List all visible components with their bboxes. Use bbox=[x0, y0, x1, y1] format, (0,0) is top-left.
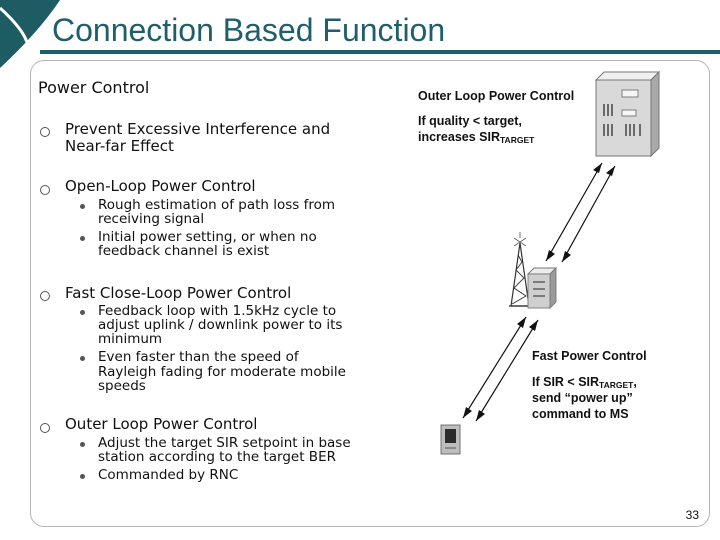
content-frame bbox=[30, 60, 710, 527]
sub-bullet-dot-icon bbox=[80, 236, 85, 241]
sub-bullet-dot-icon bbox=[80, 442, 85, 447]
bullet-ring-icon bbox=[40, 423, 50, 433]
base-station-tower-icon bbox=[509, 232, 531, 307]
sub-bullet-dot-icon bbox=[80, 310, 85, 315]
bullet-1-line-2: Near-far Effect bbox=[65, 137, 174, 155]
bullet-3-sub-1-line-1: Feedback loop with 1.5kHz cycle to bbox=[98, 303, 337, 319]
double-arrow-icon bbox=[462, 316, 539, 422]
node-b-cabinet-icon bbox=[526, 266, 558, 310]
bullet-2-sub-2-line-2: feedback channel is exist bbox=[98, 243, 270, 259]
bullet-2-sub-2-line-1: Initial power setting, or when no bbox=[98, 229, 317, 245]
bullet-3-sub-1-line-3: minimum bbox=[98, 331, 163, 347]
slide-title: Connection Based Function bbox=[52, 12, 446, 48]
outer-loop-title: Outer Loop Power Control bbox=[418, 89, 575, 103]
bullet-4-sub-2-line-1: Commanded by RNC bbox=[98, 467, 239, 483]
bullet-3-sub-2-line-2: Rayleigh fading for moderate mobile bbox=[98, 364, 346, 380]
bullet-2-sub-1-line-1: Rough estimation of path loss from bbox=[98, 197, 336, 213]
page-number: 33 bbox=[685, 508, 699, 522]
fast-control-title: Fast Power Control bbox=[532, 349, 647, 363]
bullet-1-line-1: Prevent Excessive Interference and bbox=[65, 120, 331, 138]
fast-control-line-1: If SIR < SIRTARGET, bbox=[532, 375, 637, 390]
bullet-ring-icon bbox=[40, 127, 50, 137]
section-heading: Power Control bbox=[38, 78, 150, 97]
sub-bullet-dot-icon bbox=[80, 474, 85, 479]
outer-loop-line-1: If quality < target, bbox=[418, 114, 522, 128]
bullet-4-line-1: Outer Loop Power Control bbox=[65, 415, 258, 433]
sub-bullet-dot-icon bbox=[80, 356, 85, 361]
bullet-4-sub-1-line-2: station according to the target BER bbox=[98, 449, 336, 465]
bullet-3-sub-2-line-3: speeds bbox=[98, 378, 146, 394]
bullet-3-sub-1-line-2: adjust uplink / downlink power to its bbox=[98, 317, 343, 333]
rnc-server-icon bbox=[594, 70, 661, 158]
title-underline bbox=[40, 50, 720, 54]
bullet-2-sub-1-line-2: receiving signal bbox=[98, 211, 205, 227]
outer-loop-line-2: increases SIRTARGET bbox=[418, 130, 535, 145]
double-arrow-icon bbox=[545, 162, 616, 263]
bullet-4-sub-1-line-1: Adjust the target SIR setpoint in base bbox=[98, 435, 351, 451]
bullet-ring-icon bbox=[40, 185, 50, 195]
bullet-3-sub-2-line-1: Even faster than the speed of bbox=[98, 349, 299, 365]
sub-bullet-dot-icon bbox=[80, 204, 85, 209]
corner-decoration bbox=[0, 0, 60, 73]
fast-control-line-2: send “power up” bbox=[532, 391, 633, 405]
mobile-phone-icon bbox=[440, 424, 461, 455]
bullet-2-line-1: Open-Loop Power Control bbox=[65, 177, 256, 195]
bullet-3-line-1: Fast Close-Loop Power Control bbox=[65, 284, 292, 302]
fast-control-line-3: command to MS bbox=[532, 407, 629, 421]
bullet-ring-icon bbox=[40, 291, 50, 301]
